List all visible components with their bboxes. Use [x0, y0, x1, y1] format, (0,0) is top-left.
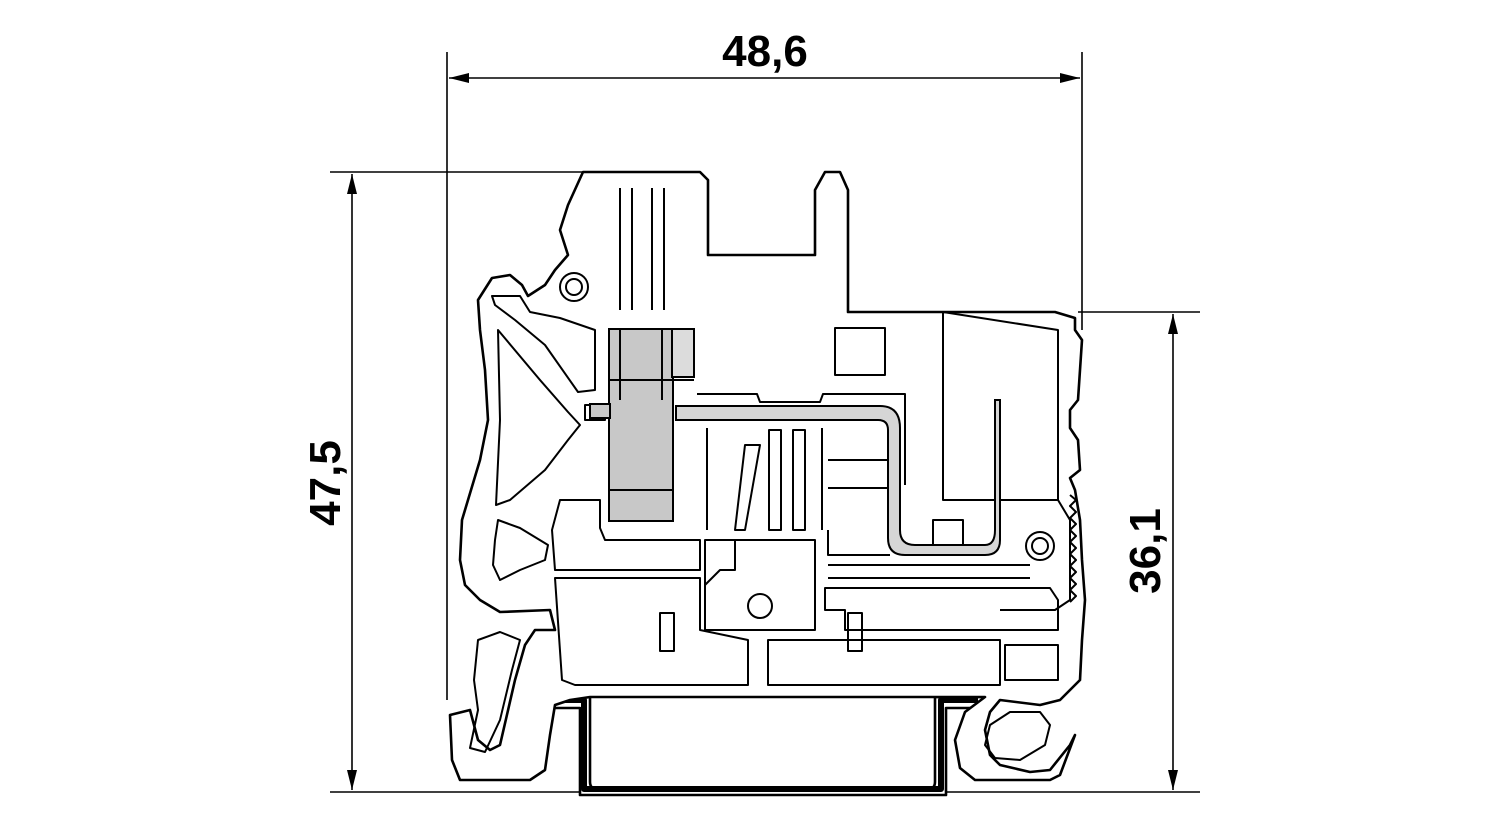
- right-foot-cutout: [984, 711, 1051, 761]
- lower-frame: [1004, 644, 1059, 681]
- window-frame: [1000, 330, 1071, 611]
- width-label: 48,6: [722, 27, 808, 76]
- marker-slot: [847, 612, 863, 652]
- clamp-plate: [768, 429, 782, 531]
- terminal-housing: [448, 170, 1087, 782]
- bus-bar: [675, 399, 1001, 556]
- contact-block: [932, 519, 964, 546]
- lower-frame: [824, 587, 1059, 631]
- test-hole: [747, 593, 773, 619]
- cover-strip: [697, 393, 906, 485]
- mounting-hole: [1025, 531, 1055, 561]
- lower-frame: [767, 639, 1001, 686]
- height-rail-label: 36,1: [1121, 508, 1170, 594]
- housing-contour: [551, 499, 701, 571]
- marker-slot: [659, 612, 675, 652]
- isolating-block: [834, 327, 886, 376]
- disconnect-knife: [608, 328, 674, 522]
- grip-ribs: [1069, 494, 1077, 603]
- left-wedge: [495, 329, 581, 506]
- mounting-hole: [559, 272, 589, 302]
- clamp-spring: [734, 444, 761, 531]
- left-clip: [469, 631, 521, 753]
- din-rail: [538, 695, 987, 797]
- clamp-body: [827, 530, 890, 556]
- housing-contour: [554, 577, 749, 686]
- clamp-body: [828, 459, 888, 489]
- din-rail-inner: [548, 697, 978, 792]
- lower-frame: [704, 540, 736, 586]
- left-spring: [492, 519, 549, 581]
- width-dimension: 48,6: [446, 27, 1083, 700]
- bus-bar: [589, 403, 611, 419]
- height-total-label: 47,5: [301, 440, 350, 526]
- height-total-dimension: 47,5: [301, 171, 590, 793]
- mounting-hole: [565, 278, 583, 296]
- lower-frame: [704, 539, 816, 631]
- disconnect-knife-tab: [671, 328, 695, 378]
- mounting-hole: [1031, 537, 1049, 555]
- height-rail-dimension: 36,1: [940, 311, 1200, 793]
- clamp-plate: [792, 429, 806, 531]
- left-hook: [491, 295, 596, 393]
